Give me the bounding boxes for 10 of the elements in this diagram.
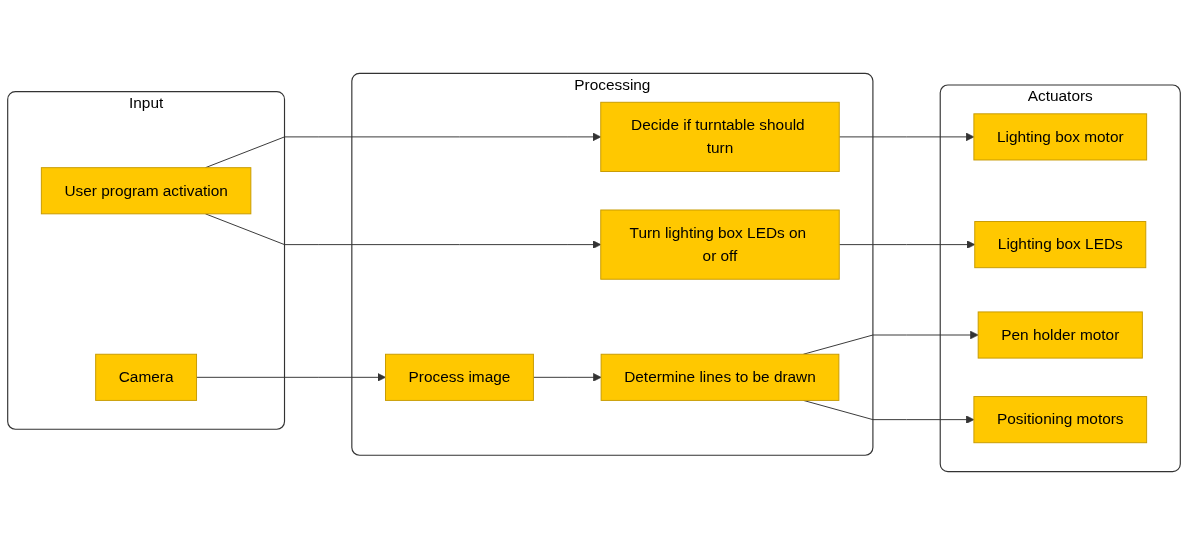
node-box: Decide if turntable should turn bbox=[600, 101, 840, 172]
node-box: Lighting box motor bbox=[973, 113, 1148, 161]
node-box: User program activation bbox=[40, 167, 252, 215]
node-box: Determine lines to be drawn bbox=[600, 353, 840, 401]
node-box: Pen holder motor bbox=[977, 311, 1143, 359]
node-box: Turn lighting box LEDs on or off bbox=[600, 209, 840, 280]
node-box: Positioning motors bbox=[973, 396, 1148, 444]
node-box: Lighting box LEDs bbox=[974, 221, 1147, 269]
node-box: Camera bbox=[95, 353, 198, 401]
node-box: Process image bbox=[385, 353, 534, 401]
